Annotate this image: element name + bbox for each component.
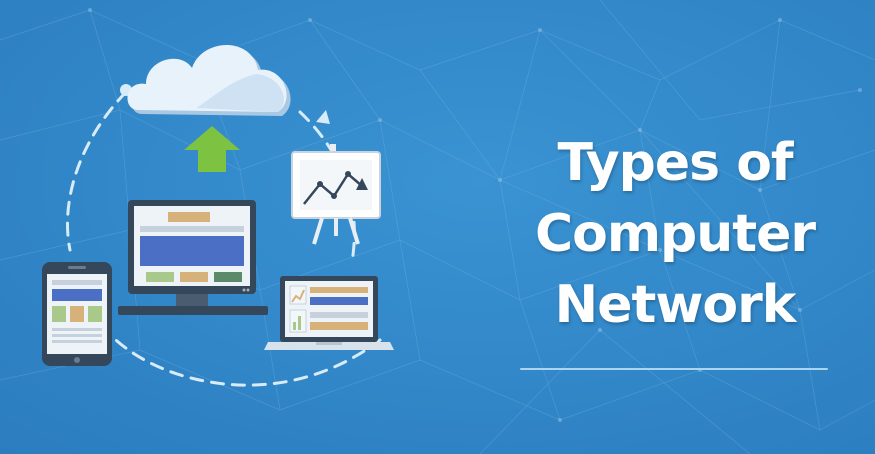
monitor-icon bbox=[118, 200, 268, 315]
title-line-1: Types of bbox=[557, 133, 793, 193]
upload-arrow-icon bbox=[184, 126, 240, 172]
smartphone-icon bbox=[42, 262, 112, 366]
title-line-2: Computer bbox=[534, 204, 816, 264]
title-underline bbox=[520, 368, 828, 370]
page-title: Types of Computer Network bbox=[460, 128, 875, 341]
laptop-icon bbox=[264, 276, 394, 350]
path-arrowhead-icon bbox=[316, 110, 330, 124]
title-line-3: Network bbox=[554, 275, 797, 335]
presentation-board-icon bbox=[291, 144, 381, 245]
cloud-icon bbox=[127, 45, 291, 116]
